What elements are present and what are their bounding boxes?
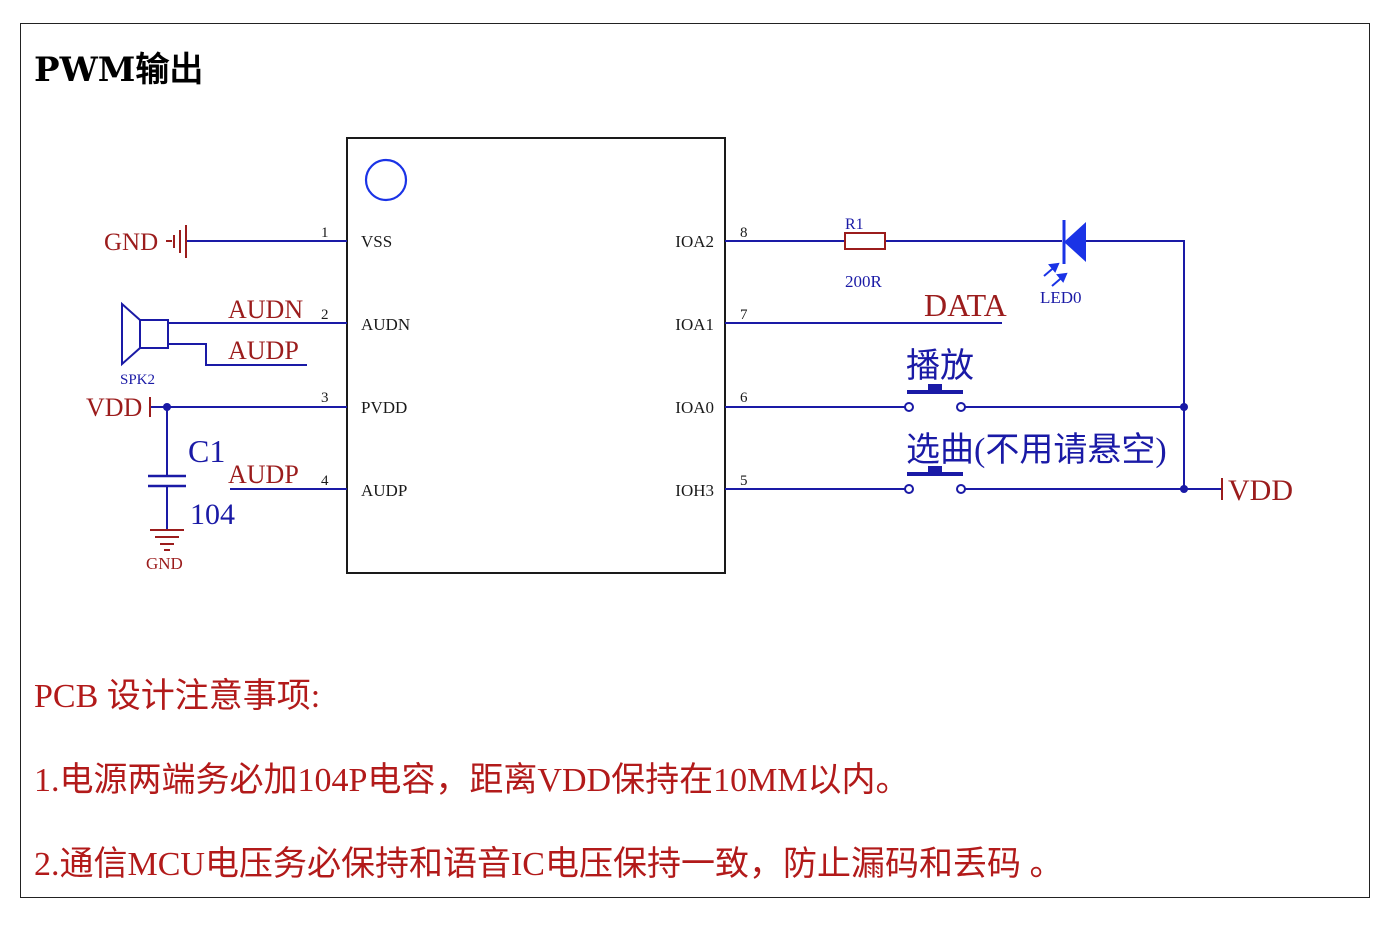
led-icon (1043, 220, 1086, 287)
resistor-icon (844, 232, 886, 250)
label-button-select: 选曲(不用请悬空) (906, 431, 1167, 469)
pin1-marker-icon (364, 158, 408, 202)
pin-name-ioa1: IOA1 (675, 315, 714, 334)
label-vdd-right: VDD (1228, 474, 1293, 507)
label-resistor-value: 200R (845, 272, 883, 291)
note-item-2: 2.通信MCU电压务必保持和语音IC电压保持一致，防止漏码和丢码 。 (34, 846, 1064, 883)
diagram-frame (20, 23, 1370, 898)
label-led-ref: LED0 (1040, 288, 1082, 307)
pin-name-ioa0: IOA0 (675, 398, 714, 417)
label-audn-net: AUDN (228, 295, 303, 324)
label-resistor-ref: R1 (845, 216, 864, 233)
pin-number: 5 (740, 473, 748, 489)
label-gnd-left: GND (104, 229, 158, 256)
pin-number: 1 (321, 225, 329, 241)
capacitor-icon (148, 474, 186, 488)
label-cap-ref: C1 (188, 433, 225, 469)
pin-number: 2 (321, 307, 329, 323)
junction-dot (1180, 403, 1188, 411)
pin-name-audp: AUDP (361, 481, 407, 500)
junction-dot (1180, 485, 1188, 493)
pin-name-pvdd: PVDD (361, 398, 407, 417)
label-data-net: DATA (924, 287, 1007, 323)
note-item-1: 1.电源两端务必加104P电容，距离VDD保持在10MM以内。 (34, 762, 910, 799)
label-audp-net-bottom: AUDP (228, 460, 299, 489)
pin-name-vss: VSS (361, 232, 392, 251)
pin-number: 4 (321, 473, 329, 489)
pin-number: 7 (740, 307, 748, 323)
label-cap-value: 104 (190, 498, 235, 531)
label-button-play: 播放 (906, 347, 974, 385)
speaker-icon (121, 301, 169, 367)
label-vdd-left: VDD (86, 393, 142, 422)
ground-bottom-icon (150, 529, 184, 551)
label-gnd-bottom: GND (146, 554, 183, 573)
pin-number: 6 (740, 390, 748, 406)
play-button-icon (904, 384, 966, 412)
pin-number: 8 (740, 225, 748, 241)
pin-name-audn: AUDN (361, 315, 410, 334)
label-speaker: SPK2 (120, 372, 155, 388)
pin-name-ioa2: IOA2 (675, 232, 714, 251)
wire-audp-speaker (168, 343, 307, 366)
junction-dot (163, 403, 171, 411)
pin-number: 3 (321, 390, 329, 406)
diagram-title: PWM输出 (34, 50, 204, 90)
select-button-icon (904, 466, 966, 494)
pin-name-ioh3: IOH3 (675, 481, 714, 500)
label-audp-net-top: AUDP (228, 336, 299, 365)
notes-heading: PCB 设计注意事项: (34, 678, 321, 715)
ground-left-icon (166, 225, 187, 258)
chip-body (346, 137, 726, 574)
